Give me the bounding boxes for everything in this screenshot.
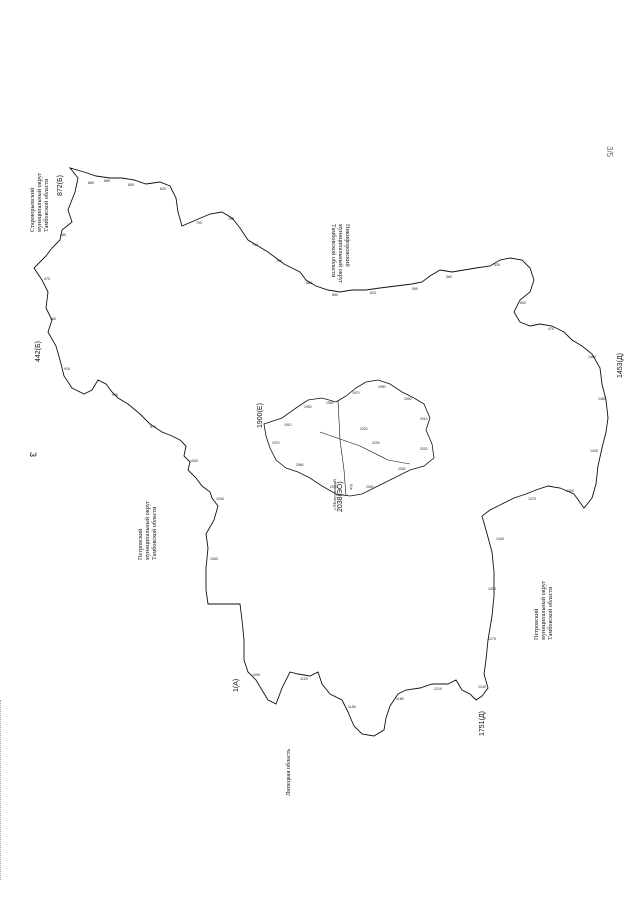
svg-text:820: 820: [160, 187, 166, 191]
road-label: а/д: [348, 484, 353, 490]
region-w-line1: Петровский: [137, 528, 144, 560]
svg-text:1180: 1180: [396, 697, 404, 701]
settlement-label: с.Мичуринский: [332, 479, 337, 510]
svg-text:2060: 2060: [296, 463, 304, 467]
point-bottom-right: 1751(Д): [479, 711, 486, 736]
svg-text:970: 970: [150, 425, 156, 429]
outer-boundary: [33, 167, 609, 737]
svg-text:910: 910: [64, 367, 70, 371]
svg-text:590: 590: [412, 287, 418, 291]
region-se-line2: муниципальный округ: [540, 580, 547, 640]
region-nw-line3: Тамбовской области: [43, 178, 50, 232]
scan-edge-dots: [0, 700, 3, 880]
point-right-edge: 1453(Д): [617, 353, 624, 378]
svg-text:680: 680: [306, 281, 312, 285]
svg-text:1370: 1370: [528, 497, 536, 501]
svg-text:1150: 1150: [348, 705, 356, 709]
svg-text:650: 650: [332, 293, 338, 297]
svg-text:2020: 2020: [420, 447, 428, 451]
point-inner-top: 1900(Е): [257, 403, 264, 428]
svg-text:1340: 1340: [496, 537, 504, 541]
region-ne-line2: муниципальный округ: [337, 224, 344, 284]
svg-text:2010: 2010: [420, 417, 428, 421]
svg-text:2070: 2070: [272, 441, 280, 445]
svg-text:940: 940: [112, 393, 118, 397]
point-left-lower: 1(А): [233, 679, 240, 692]
svg-text:620: 620: [370, 291, 376, 295]
svg-text:790: 790: [196, 221, 202, 225]
svg-text:2230: 2230: [372, 441, 380, 445]
svg-text:500: 500: [520, 301, 526, 305]
region-w-line3: Тамбовской области: [151, 506, 158, 560]
svg-text:470: 470: [44, 277, 50, 281]
svg-text:1120: 1120: [300, 677, 308, 681]
svg-text:480: 480: [60, 233, 66, 237]
svg-text:1990: 1990: [378, 385, 386, 389]
svg-text:1240: 1240: [478, 685, 486, 689]
svg-text:1480: 1480: [588, 355, 596, 359]
svg-text:1430: 1430: [590, 449, 598, 453]
region-se-line1: Петровский: [533, 608, 540, 640]
svg-text:880: 880: [88, 181, 94, 185]
inner-road: [319, 399, 411, 497]
point-inner-bottom: 2038(ЭО): [337, 481, 344, 512]
svg-text:706: 706: [276, 259, 282, 263]
svg-text:560: 560: [446, 275, 452, 279]
point-left-upper: 442(Б): [35, 341, 42, 362]
svg-text:1930: 1930: [304, 405, 312, 409]
svg-text:860: 860: [104, 179, 110, 183]
region-south: Липецкая область: [285, 749, 292, 796]
point-start-north: 872(Б): [57, 175, 64, 196]
svg-text:850: 850: [128, 183, 134, 187]
svg-text:2050: 2050: [330, 485, 338, 489]
region-se-line3: Тамбовской области: [547, 586, 554, 640]
svg-text:1400: 1400: [566, 489, 574, 493]
svg-text:760: 760: [228, 217, 234, 221]
inner-boundary: [263, 379, 435, 497]
svg-text:1970: 1970: [352, 391, 360, 395]
svg-text:2030: 2030: [398, 467, 406, 471]
svg-text:1270: 1270: [488, 637, 496, 641]
svg-text:470: 470: [548, 327, 554, 331]
svg-text:730: 730: [252, 243, 258, 247]
svg-text:1300: 1300: [488, 587, 496, 591]
region-nw-line2: муниципальный округ: [36, 172, 43, 232]
svg-text:1460: 1460: [598, 397, 606, 401]
svg-text:1060: 1060: [210, 557, 218, 561]
svg-text:1000: 1000: [190, 459, 198, 463]
region-w-line2: муниципальный округ: [144, 500, 151, 560]
svg-text:2040: 2040: [366, 485, 374, 489]
svg-text:1030: 1030: [216, 497, 224, 501]
svg-text:1210: 1210: [434, 687, 442, 691]
region-ne-line3: Тамбовской области: [330, 224, 337, 278]
svg-text:530: 530: [494, 263, 500, 267]
region-nw-line1: Староюрьевский: [29, 187, 36, 232]
svg-text:2000: 2000: [404, 397, 412, 401]
svg-text:460: 460: [50, 317, 56, 321]
svg-text:1090: 1090: [252, 673, 260, 677]
svg-text:2220: 2220: [360, 427, 368, 431]
svg-text:1910: 1910: [284, 423, 292, 427]
svg-text:1950: 1950: [326, 401, 334, 405]
region-ne-line1: Никифоровский: [344, 224, 351, 267]
